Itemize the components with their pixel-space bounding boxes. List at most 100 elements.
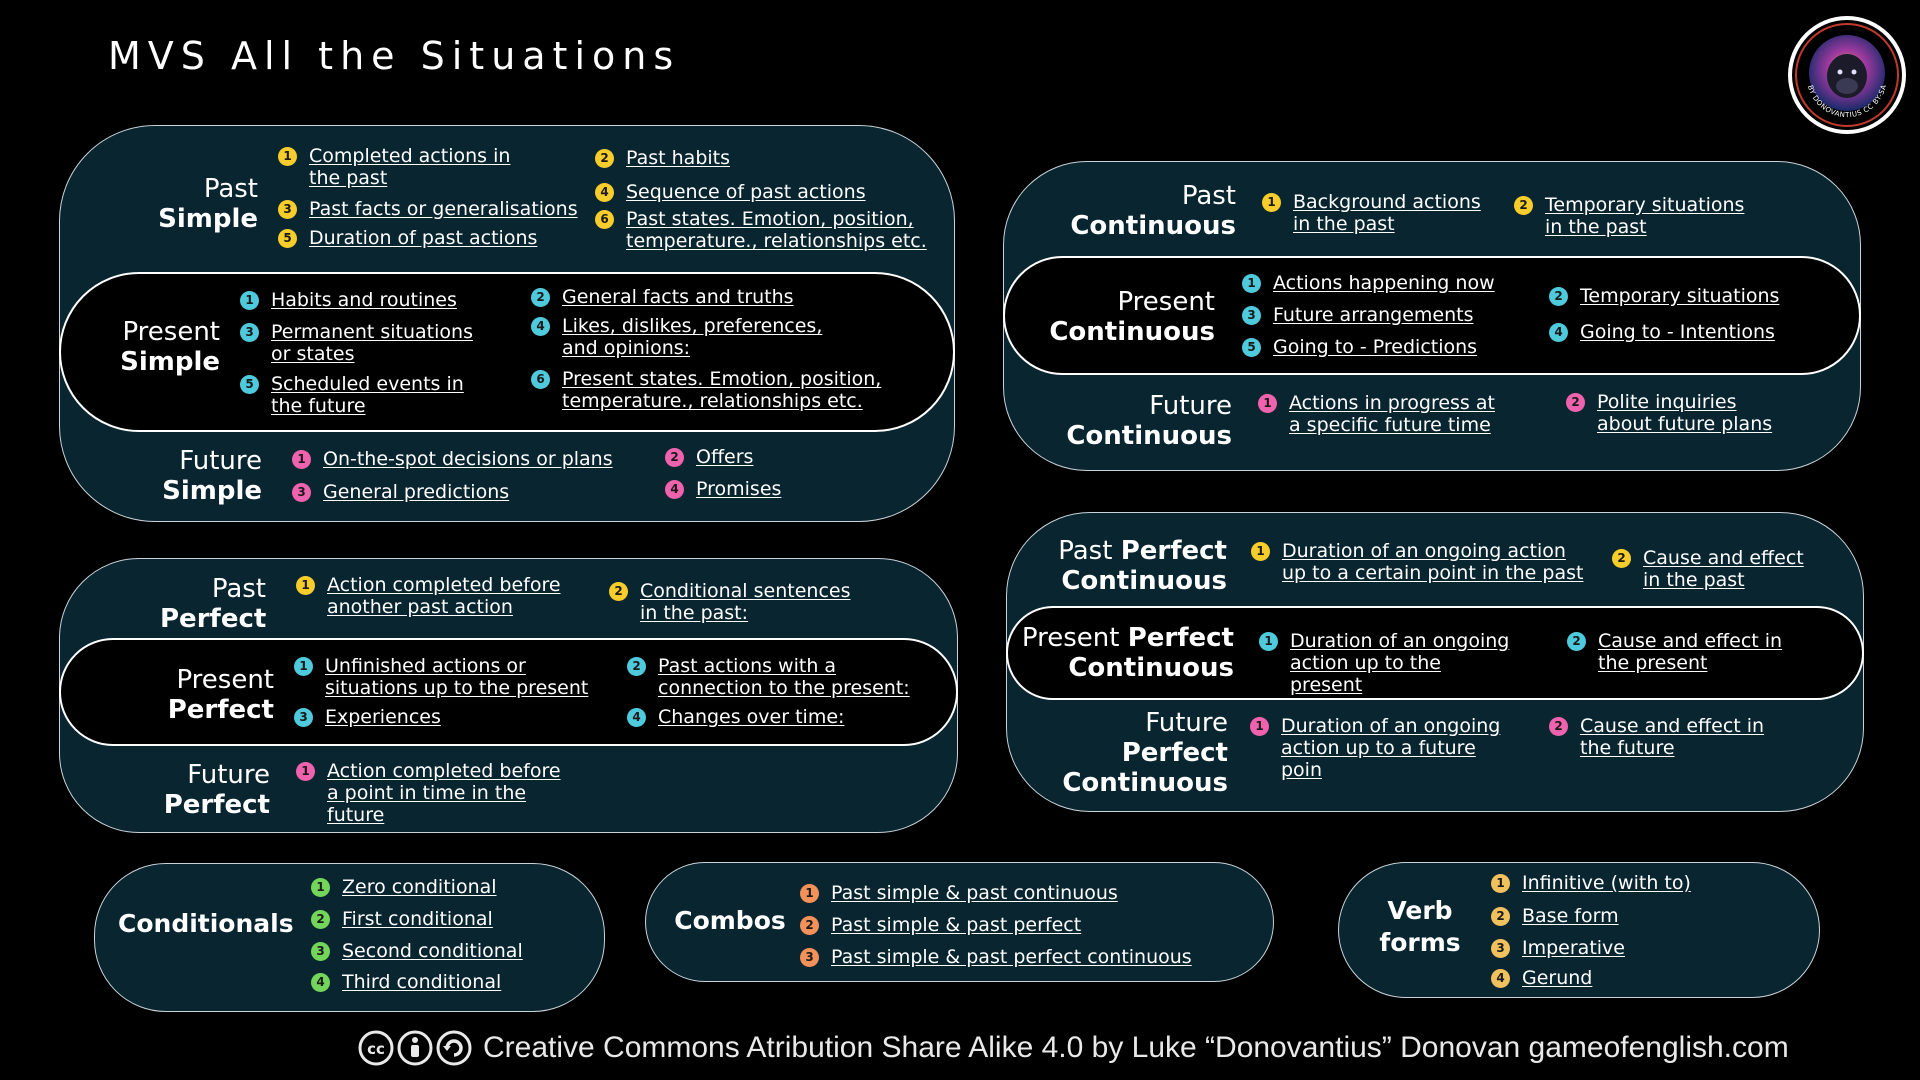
conditionals-label: Conditionals (118, 909, 294, 938)
present-continuous-item: 5 Going to - Predictions (1242, 336, 1502, 358)
number-badge-icon: 4 (665, 480, 684, 499)
number-badge-icon: 2 (311, 910, 330, 929)
past-perfect-continuous-item: 2 Cause and effect in the past (1612, 547, 1822, 591)
number-badge-icon: 2 (665, 448, 684, 467)
number-badge-icon: 3 (294, 708, 313, 727)
present-simple-item: 1 Habits and routines (240, 289, 500, 311)
present-continuous-item: 1 Actions happening now (1242, 272, 1502, 294)
present-simple-item: 5 Scheduled events in the future (240, 373, 490, 417)
present-simple-item: 4 Likes, dislikes, preferences, and opin… (531, 315, 861, 359)
number-badge-icon: 1 (1262, 193, 1281, 212)
combos-label: Combos (674, 906, 786, 935)
present-continuous-item: 4 Going to - Intentions (1549, 321, 1809, 343)
number-badge-icon: 4 (311, 973, 330, 992)
future-continuous-item: 1 Actions in progress at a specific futu… (1258, 392, 1498, 436)
past-simple-item: 3 Past facts or generalisations (278, 198, 598, 220)
future-perfect-continuous-item: 2 Cause and effect in the future (1549, 715, 1779, 759)
past-simple-item: 4 Sequence of past actions (595, 181, 925, 203)
conditionals-group (94, 863, 605, 1012)
number-badge-icon: 2 (1566, 393, 1585, 412)
verb-form-item: 2 Base form (1491, 905, 1771, 927)
number-badge-icon: 1 (1242, 274, 1261, 293)
verb-forms-group (1338, 862, 1820, 998)
future-simple-item: 1 On-the-spot decisions or plans (292, 448, 652, 470)
number-badge-icon: 5 (240, 375, 259, 394)
present-continuous-band (1003, 256, 1861, 375)
number-badge-icon: 3 (311, 942, 330, 961)
present-perfect-continuous-item: 2 Cause and effect in the present (1567, 630, 1797, 674)
svg-text:cc: cc (367, 1040, 385, 1058)
number-badge-icon: 2 (609, 582, 628, 601)
present-perfect-item: 3 Experiences (294, 706, 494, 728)
number-badge-icon: 1 (296, 576, 315, 595)
number-badge-icon: 2 (595, 149, 614, 168)
number-badge-icon: 3 (1491, 939, 1510, 958)
past-simple-item: 1 Completed actions in the past (278, 145, 518, 189)
conditional-item: 3 Second conditional (311, 940, 561, 962)
present-perfect-band (59, 638, 958, 746)
number-badge-icon: 2 (1514, 196, 1533, 215)
license-icons: cc (358, 1030, 475, 1066)
number-badge-icon: 1 (294, 657, 313, 676)
number-badge-icon: 1 (1251, 542, 1270, 561)
number-badge-icon: 2 (800, 916, 819, 935)
number-badge-icon: 4 (595, 183, 614, 202)
future-perfect-continuous-label: Future Perfect Continuous (1062, 708, 1228, 798)
number-badge-icon: 3 (292, 483, 311, 502)
number-badge-icon: 3 (800, 948, 819, 967)
present-simple-item: 2 General facts and truths (531, 286, 861, 308)
share-alike-icon (436, 1030, 472, 1066)
number-badge-icon: 1 (296, 762, 315, 781)
license-text[interactable]: Creative Commons Atribution Share Alike … (483, 1031, 1789, 1064)
number-badge-icon: 1 (1491, 874, 1510, 893)
number-badge-icon: 1 (240, 291, 259, 310)
number-badge-icon: 2 (1612, 549, 1631, 568)
present-continuous-item: 2 Temporary situations (1549, 285, 1809, 307)
page-title: MVS All the Situations (108, 34, 681, 78)
number-badge-icon: 3 (1242, 306, 1261, 325)
present-simple-item: 3 Permanent situations or states (240, 321, 490, 365)
combo-item: 2 Past simple & past perfect (800, 914, 1200, 936)
past-perfect-item: 1 Action completed before another past a… (296, 574, 576, 618)
past-perfect-continuous-item: 1 Duration of an ongoing action up to a … (1251, 540, 1591, 584)
combo-item: 3 Past simple & past perfect continuous (800, 946, 1220, 968)
number-badge-icon: 2 (531, 288, 550, 307)
past-perfect-item: 2 Conditional sentences in the past: (609, 580, 869, 624)
present-perfect-continuous-band (1006, 606, 1864, 700)
future-simple-item: 4 Promises (665, 478, 815, 500)
number-badge-icon: 2 (1491, 907, 1510, 926)
future-simple-item: 3 General predictions (292, 481, 552, 503)
number-badge-icon: 1 (1250, 717, 1269, 736)
verb-forms-label: Verb forms (1379, 896, 1461, 957)
number-badge-icon: 2 (1567, 632, 1586, 651)
number-badge-icon: 4 (1491, 969, 1510, 988)
number-badge-icon: 5 (278, 229, 297, 248)
present-simple-item: 6 Present states. Emotion, position, tem… (531, 368, 891, 412)
number-badge-icon: 4 (531, 317, 550, 336)
number-badge-icon: 2 (627, 657, 646, 676)
conditional-item: 2 First conditional (311, 908, 561, 930)
conditional-item: 1 Zero conditional (311, 876, 561, 898)
number-badge-icon: 2 (1549, 717, 1568, 736)
number-badge-icon: 6 (531, 370, 550, 389)
verb-form-item: 4 Gerund (1491, 967, 1771, 989)
present-perfect-continuous-label: Present Perfect Continuous (1021, 623, 1234, 683)
future-continuous-item: 2 Polite inquiries about future plans (1566, 391, 1796, 435)
present-perfect-item: 4 Changes over time: (627, 706, 867, 728)
number-badge-icon: 3 (278, 200, 297, 219)
verb-form-item: 3 Imperative (1491, 937, 1771, 959)
number-badge-icon: 3 (240, 323, 259, 342)
verb-form-item: 1 Infinitive (with to) (1491, 872, 1771, 894)
cc-icon: cc (358, 1030, 394, 1066)
gorilla-logo-icon: BY DONOVANTIUS CC BY-SA (1788, 16, 1906, 134)
present-simple-band (59, 272, 955, 432)
number-badge-icon: 6 (595, 210, 614, 229)
